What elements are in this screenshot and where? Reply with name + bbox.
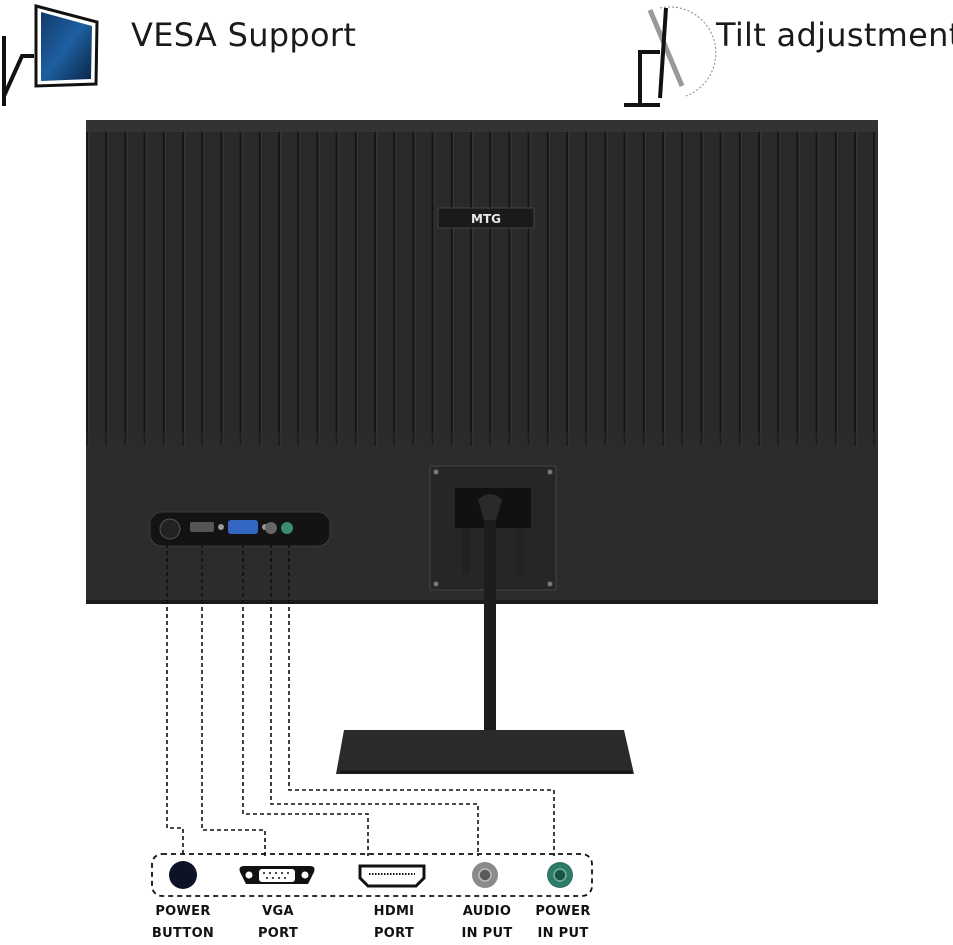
brand-logo: MTG	[437, 207, 535, 229]
power-button-icon	[169, 861, 197, 889]
vga-connector-icon	[239, 866, 315, 884]
svg-text:MTG: MTG	[471, 212, 501, 226]
power-button-caption: POWER BUTTON	[151, 904, 215, 941]
power-input-caption: POWER IN PUT	[535, 904, 591, 941]
stand	[336, 465, 634, 774]
vesa-support-label: VESA Support	[131, 16, 357, 54]
tilt-adjustment-label: Tilt adjustment	[716, 16, 953, 54]
hdmi-connector-icon	[358, 864, 426, 888]
port-legend-box	[151, 853, 593, 897]
vesa-mount-icon	[2, 4, 99, 106]
vga-port-caption: VGA PORT	[257, 904, 299, 941]
audio-jack-icon	[472, 862, 498, 888]
port-panel	[149, 511, 331, 547]
tilt-stand-icon	[624, 6, 717, 107]
leader-lines	[166, 544, 555, 856]
dc-power-jack-icon	[547, 862, 573, 888]
hdmi-port-caption: HDMI PORT	[373, 904, 415, 941]
audio-input-caption: AUDIO IN PUT	[461, 904, 513, 941]
